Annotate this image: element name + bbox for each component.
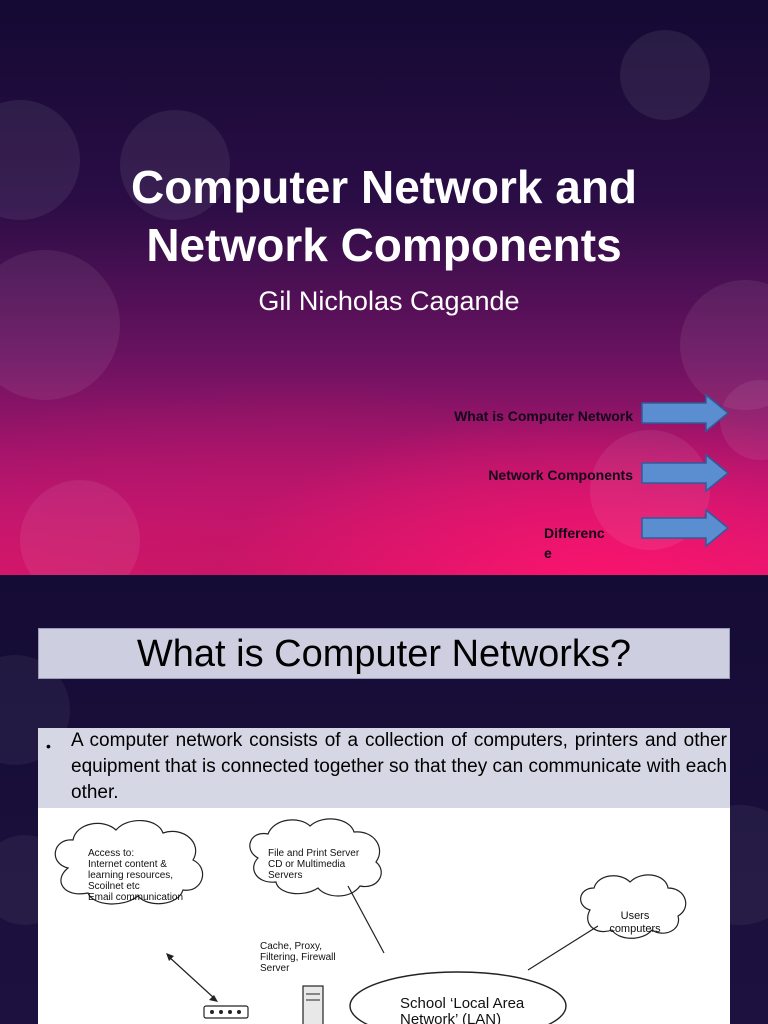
diagram-line: File and Print Server <box>268 848 360 859</box>
arrowhead-icon <box>209 995 218 1002</box>
nav-label-line: e <box>544 545 552 561</box>
nav-label-line: Differenc <box>544 525 605 541</box>
diagram-line: Internet content & <box>88 859 167 870</box>
arrow-right-icon[interactable] <box>640 453 730 493</box>
access-cloud-text: Access to: Internet content & learning r… <box>88 848 183 903</box>
diagram-graphics <box>54 818 687 1024</box>
server-tower-icon <box>302 985 324 1024</box>
bokeh-circle <box>620 30 710 120</box>
lan-text: School ‘Local Area Network’ (LAN) <box>400 996 524 1024</box>
access-cloud-shape <box>54 819 204 905</box>
diagram-line: Network’ (LAN) <box>400 1011 502 1024</box>
arrow-right-icon[interactable] <box>640 508 730 548</box>
connector-line <box>527 925 599 971</box>
diagram-line: Cache, Proxy, <box>260 941 323 952</box>
bokeh-circle <box>120 110 230 220</box>
diagram-line: CD or Multimedia <box>268 859 346 870</box>
users-cloud-shape <box>580 874 687 939</box>
nav-label-network-components[interactable]: Network Components <box>488 467 633 483</box>
title-line: Network Components <box>146 219 622 271</box>
diagram-line: Users <box>620 910 650 922</box>
cache-server-text: Cache, Proxy, Filtering, Firewall Server <box>260 941 336 974</box>
users-cloud-text: Users computers <box>604 910 666 936</box>
nav-label-computer-network[interactable]: What is Computer Network <box>454 408 633 424</box>
bullet-dot-icon: • <box>46 738 51 754</box>
network-diagram: Access to: Internet content & learning r… <box>38 808 730 1024</box>
bokeh-circle <box>20 480 140 575</box>
diagram-line: Email communication <box>88 892 184 903</box>
router-icon <box>203 1005 249 1019</box>
author-name: Gil Nicholas Cagande <box>258 286 520 316</box>
diagram-line: learning resources, <box>88 870 174 881</box>
title-line: Computer Network and <box>130 161 638 213</box>
diagram-line: computers <box>609 923 661 935</box>
diagram-line: Filtering, Firewall <box>260 952 336 963</box>
diagram-line: Scoilnet etc <box>88 881 140 892</box>
nav-label-difference[interactable]: Differenc e <box>544 523 605 563</box>
arrow-right-icon[interactable] <box>640 393 730 433</box>
lan-ellipse <box>349 971 567 1024</box>
connector-line <box>347 885 385 954</box>
arrowhead-icon <box>166 953 174 961</box>
bullet-text: A computer network consists of a collect… <box>71 730 727 803</box>
server-cloud-text: File and Print Server CD or Multimedia S… <box>268 848 359 881</box>
bullet-box: • A computer network consists of a colle… <box>38 728 730 808</box>
diagram-line: School ‘Local Area <box>400 995 525 1012</box>
bokeh-circle <box>0 250 120 400</box>
server-cloud-shape <box>249 818 382 897</box>
content-slide: What is Computer Networks? • A computer … <box>0 575 768 1024</box>
diagram-line: Access to: <box>88 848 135 859</box>
diagram-line: Server <box>260 963 290 974</box>
diagram-line: Servers <box>268 870 303 881</box>
slide-heading: What is Computer Networks? <box>38 628 730 679</box>
slide-title: Computer Network and Network Components <box>0 158 768 274</box>
title-slide: Computer Network and Network Components … <box>0 0 768 575</box>
connector-line <box>167 955 215 999</box>
